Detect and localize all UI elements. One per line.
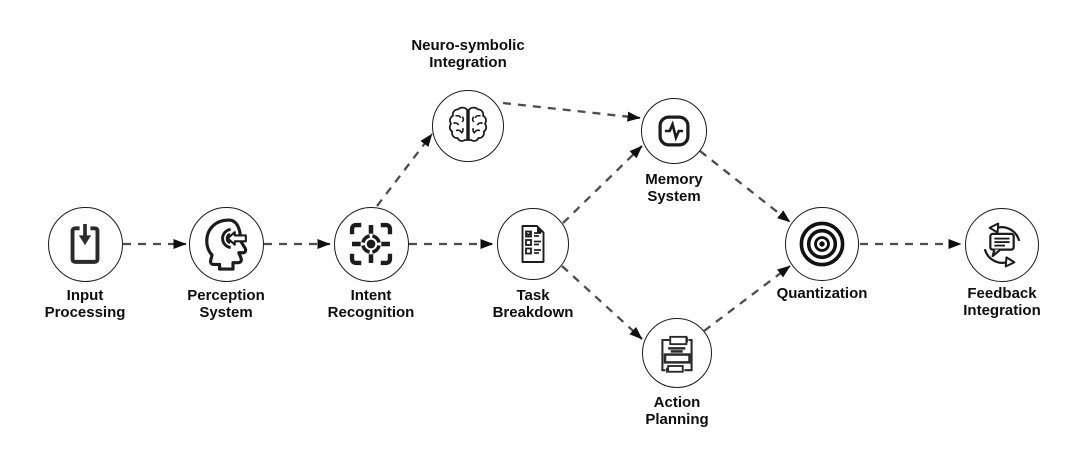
- node-neuro-symbolic-integration: [432, 90, 504, 162]
- edge-neuro-to-memory: [502, 101, 641, 122]
- edge-task-to-action: [561, 265, 643, 340]
- node-label-neuro-symbolic-integration: Neuro-symbolic Integration: [411, 37, 525, 71]
- node-label-action-planning: Action Planning: [645, 394, 709, 428]
- edge-intent-to-neuro: [376, 133, 433, 207]
- brain-icon: [448, 106, 488, 142]
- edge-task-to-memory: [562, 145, 643, 224]
- pulse-chip-icon: [658, 115, 690, 147]
- node-perception-system: [188, 206, 264, 282]
- node-label-task-breakdown: Task Breakdown: [492, 287, 574, 321]
- node-task-breakdown: [497, 208, 569, 280]
- node-input-processing: [47, 206, 123, 282]
- node-label-perception-system: Perception System: [187, 287, 265, 321]
- chat-refresh-icon: [983, 222, 1021, 268]
- process-cycle-icon: [661, 335, 693, 373]
- head-perception-icon: [205, 218, 248, 271]
- node-label-feedback-integration: Feedback Integration: [963, 285, 1041, 319]
- node-label-input-processing: Input Processing: [44, 287, 126, 321]
- node-label-quantization: Quantization: [776, 285, 868, 302]
- document-import-icon: [70, 223, 100, 264]
- node-feedback-integration: [965, 208, 1039, 282]
- node-intent-recognition: [333, 206, 409, 282]
- focus-target-icon: [349, 222, 393, 266]
- node-label-memory-system: Memory System: [645, 171, 703, 205]
- node-quantization: [785, 207, 859, 281]
- edge-memory-to-quantization: [699, 150, 791, 223]
- checklist-document-icon: [521, 225, 545, 263]
- node-memory-system: [641, 98, 707, 164]
- node-action-planning: [642, 318, 712, 388]
- bullseye-icon: [799, 221, 845, 267]
- node-label-intent-recognition: Intent Recognition: [327, 287, 415, 321]
